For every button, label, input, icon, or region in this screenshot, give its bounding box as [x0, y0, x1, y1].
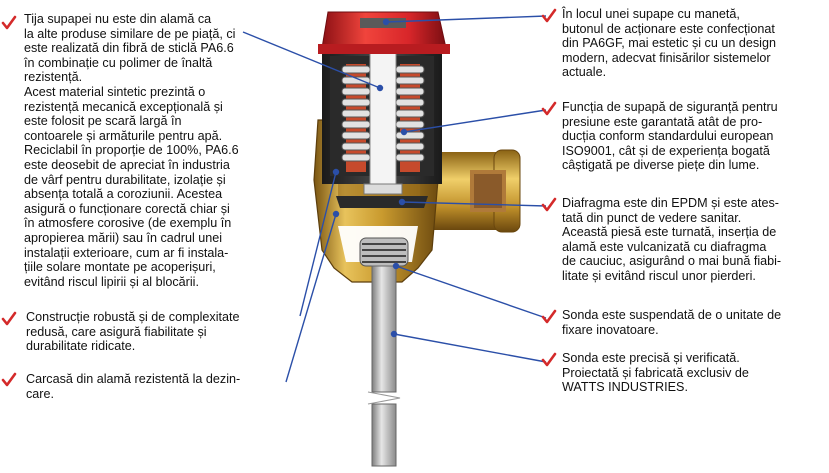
probe-suspension-spring — [359, 237, 409, 267]
callout-line: din PA6GF, mai estetic și cu un design — [562, 36, 776, 51]
callout-line: Acest material sintetic prezintă o — [24, 84, 206, 99]
callout-line: Sonda este precisă și verificată. — [562, 351, 740, 365]
callout-line: Construcție robustă și de complexitate — [26, 310, 240, 324]
checkmark-icon — [541, 101, 557, 116]
callout-line: butonul de acționare este confecționat — [562, 21, 775, 36]
callout-line: modern, adecvat finisărilor sistemelor — [562, 50, 771, 65]
callout-line: în atmosfere corosive (de exemplu în — [24, 216, 232, 231]
leader-lines-left — [242, 31, 384, 383]
valve-stem — [363, 39, 403, 195]
red-cap — [318, 11, 450, 54]
callout-line: de vârf pentru durabilitate, izolație și — [24, 172, 226, 187]
callout-line: WATTS INDUSTRIES. — [562, 380, 688, 395]
callout-line: Sonda este suspendată de o unitate de — [562, 308, 782, 322]
callout-line: evitând riscul lipirii și al blocării. — [24, 274, 199, 289]
callout-line: țiile solare montate pe acoperișuri, — [24, 260, 216, 275]
callout-line: rezistență. — [24, 70, 83, 85]
temperature-probe — [367, 265, 401, 467]
callout-line: contoarele și armăturile pentru apă. — [24, 128, 223, 143]
callout-line: durabilitate ridicate. — [26, 339, 136, 354]
checkmark-icon — [1, 311, 17, 326]
callout-line: este folosit pe scară largă în — [24, 114, 182, 129]
callout-line: Diafragma este din EPDM și este ates- — [562, 196, 779, 210]
checkmark-icon — [541, 197, 557, 212]
checkmark-icon — [1, 15, 17, 30]
callout-actuation-button: În locul unei supape cu manetă, butonul … — [562, 7, 776, 80]
epdm-diaphragm — [336, 196, 428, 208]
checkmark-icon — [541, 352, 557, 367]
main-spring — [341, 65, 425, 162]
callout-line: de cauciuc, asigurând o mai bună fiabi- — [562, 254, 782, 269]
callout-line: litate și evitând riscul unor pierderi. — [562, 268, 756, 283]
callout-line: tată din punct de vedere sanitar. — [562, 210, 742, 225]
callout-line: fixare inovatoare. — [562, 322, 659, 337]
checkmark-icon — [1, 372, 17, 387]
leader-lines-right — [382, 15, 547, 363]
callout-line: Reciclabil în proporție de 100%, PA6.6 — [24, 143, 239, 158]
callout-brass-housing: Carcasă din alamă rezistentă la dezin- c… — [26, 372, 240, 401]
callout-line: Carcasă din alamă rezistentă la dezin- — [26, 372, 241, 386]
callout-line: Această piesă este turnată, inserția de — [562, 225, 777, 240]
callout-line: este deosebit de apreciat în industria — [24, 157, 230, 172]
checkmark-icon — [541, 309, 557, 324]
callout-line: Tija supapei nu este din alamă ca — [24, 12, 212, 26]
callout-valve-stem: Tija supapei nu este din alamă ca la alt… — [24, 12, 239, 289]
callout-line: actuale. — [562, 65, 607, 80]
callout-line: asigură o funcționare corectă chiar și — [24, 201, 230, 216]
callout-line: alamă este vulcanizată cu diafragma — [562, 239, 767, 254]
callout-line: absența totală a coroziunii. Acestea — [24, 187, 223, 202]
callout-line: redusă, care asigură fiabilitate și — [26, 324, 207, 339]
callout-line: rezistență mecanică excepțională și — [24, 99, 223, 114]
callout-line: la alte produse similare de pe piață, ci — [24, 26, 236, 41]
callout-line: ISO9001, cât și de experiența bogată — [562, 143, 770, 158]
callout-pressure-safety: Funcția de supapă de siguranță pentru pr… — [562, 100, 778, 173]
callout-robust-construction: Construcție robustă și de complexitate r… — [26, 310, 240, 354]
callout-line: este realizată din fibră de sticlă PA6.6 — [24, 41, 234, 56]
callout-line: Proiectată și fabricată exclusiv de — [562, 365, 749, 380]
callout-line: care. — [26, 386, 54, 401]
callout-line: câștigată pe diverse piețe din lume. — [562, 158, 760, 173]
callout-line: În locul unei supape cu manetă, — [562, 7, 740, 21]
callout-line: în combinație cu polimer de înaltă — [24, 55, 213, 70]
callout-probe-suspension: Sonda este suspendată de o unitate de fi… — [562, 308, 781, 337]
callout-line: ducția conform standardului european — [562, 129, 774, 144]
callout-line: apropierea mării) sau în cadrul unei — [24, 230, 223, 245]
callout-line: instalații exterioare, cum ar fi instala… — [24, 245, 229, 260]
callout-probe-precision: Sonda este precisă și verificată. Proiec… — [562, 351, 749, 395]
callout-line: Funcția de supapă de siguranță pentru — [562, 100, 778, 114]
callout-epdm-diaphragm: Diafragma este din EPDM și este ates- ta… — [562, 196, 781, 284]
callout-line: presiune este garantată atât de pro- — [562, 114, 763, 129]
checkmark-icon — [541, 8, 557, 23]
